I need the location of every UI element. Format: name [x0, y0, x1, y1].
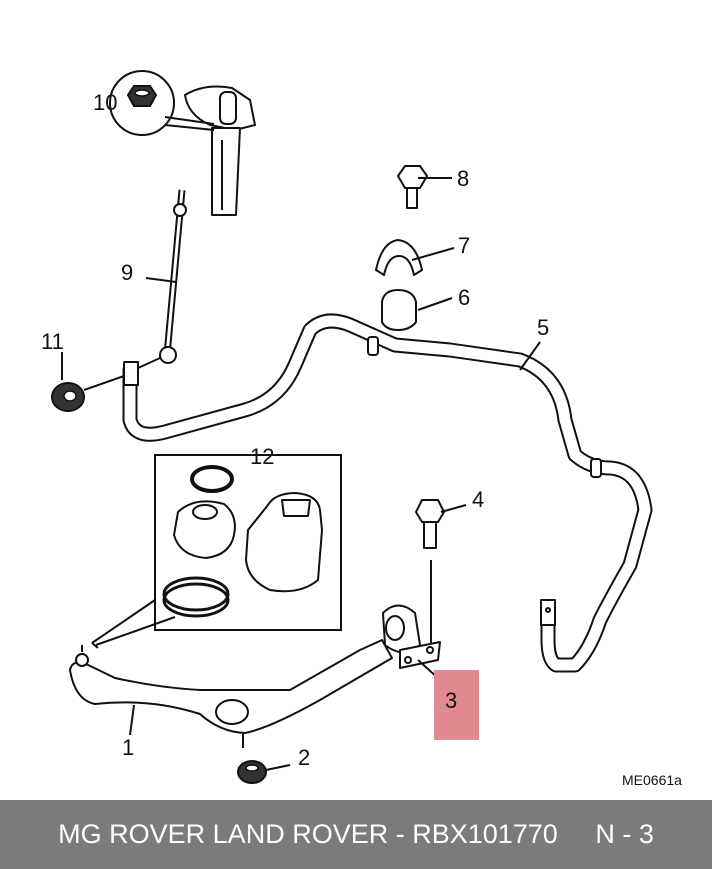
- callout-12: 12: [250, 444, 274, 469]
- leader-lines: [61, 177, 541, 771]
- footer-text: MG ROVER LAND ROVER - RBX101770 N - 3: [58, 819, 654, 849]
- bolt-upper: [397, 165, 428, 209]
- bar-clamp: [375, 239, 423, 276]
- callout-8: 8: [457, 166, 469, 191]
- callout-1: 1: [122, 735, 134, 760]
- callout-5: 5: [537, 315, 549, 340]
- callout-10: 10: [93, 90, 117, 115]
- callout-4: 4: [472, 487, 484, 512]
- bar-bush: [381, 289, 417, 331]
- drop-link: [137, 189, 187, 369]
- flange-nut: [51, 382, 85, 412]
- callout-3: 3: [445, 688, 457, 713]
- nut-detail-circle: [109, 70, 215, 136]
- lower-arm-nut: [237, 760, 267, 784]
- callout-2: 2: [298, 745, 310, 770]
- bolt-lower: [415, 499, 445, 645]
- stabilizer-bar: [122, 313, 653, 673]
- callout-11: 11: [41, 329, 64, 354]
- lower-control-arm: [69, 604, 441, 748]
- suspension-exploded-diagram: 1 2 3 4 5 6 7 8 9 10 11 12 ME0661a: [41, 70, 682, 788]
- callout-6: 6: [458, 285, 470, 310]
- highlight-box-part-3: [434, 670, 479, 740]
- repair-kit-box: [91, 454, 342, 646]
- strut-assembly: [184, 85, 256, 216]
- footer-bar: MG ROVER LAND ROVER - RBX101770 N - 3: [0, 800, 712, 869]
- callout-7: 7: [458, 233, 470, 258]
- callout-9: 9: [121, 260, 133, 285]
- reference-code: ME0661a: [622, 772, 682, 788]
